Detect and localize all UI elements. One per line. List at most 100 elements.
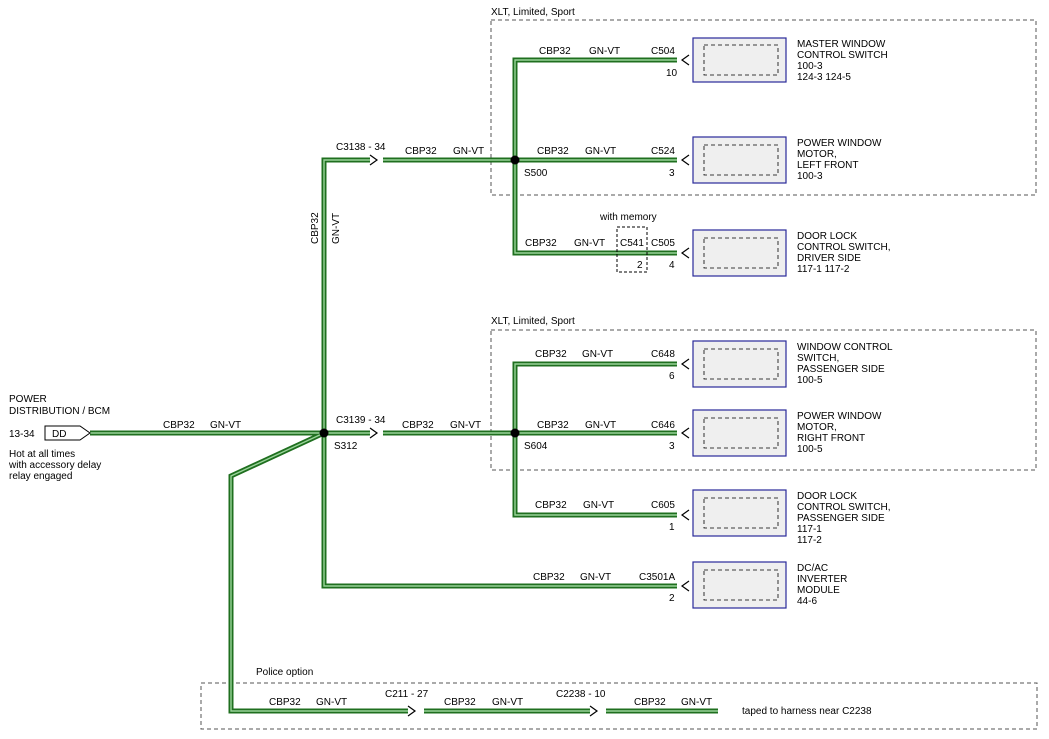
wire-stripes (90, 59, 718, 712)
inline-connector-symbols (369, 154, 599, 717)
component-passenger-door-lock-switch: C605 1 DOOR LOCK CONTROL SWITCH, PASSENG… (651, 489, 891, 546)
connector-pin-symbol (680, 154, 690, 166)
component-connector-id: C505 (651, 238, 675, 249)
source-pin: 13-34 (9, 429, 35, 440)
option-group-middle-label: XLT, Limited, Sport (491, 316, 575, 327)
wire-riser (321, 157, 370, 433)
component-name-line: LEFT FRONT (797, 160, 858, 171)
police-note: taped to harness near C2238 (742, 706, 872, 717)
component-passenger-window-switch: C648 6 WINDOW CONTROL SWITCH, PASSENGER … (651, 340, 893, 388)
component-box (692, 561, 787, 609)
component-ref-line: 117-2 (797, 535, 822, 546)
component-inner-box (703, 144, 779, 176)
splice-s604-label: S604 (524, 441, 548, 452)
component-ref-line: 100-5 (797, 444, 823, 455)
component-name-line: POWER WINDOW (797, 411, 882, 422)
wire-circuit-label: CBP32 (533, 572, 565, 583)
connector-pin-symbol (680, 509, 690, 521)
wire-color-label: GN-VT (574, 238, 605, 249)
source-note-line-3: relay engaged (9, 471, 72, 482)
wire-color-label: GN-VT (492, 697, 523, 708)
component-master-window-switch: C504 10 MASTER WINDOW CONTROL SWITCH 100… (651, 37, 888, 83)
component-pin: 2 (669, 593, 675, 604)
connector-pin-symbol (680, 427, 690, 439)
component-ref-line: 44-6 (797, 596, 817, 607)
component-name-line: MOTOR, (797, 422, 837, 433)
wire-color-label: GN-VT (582, 349, 613, 360)
wire-color-label: GN-VT (589, 46, 620, 57)
wire-color-label: GN-VT (316, 697, 347, 708)
c2238-symbol (589, 705, 599, 717)
source-note-line-2: with accessory delay (8, 460, 101, 471)
component-pin: 6 (669, 371, 675, 382)
wire-circuit-label: CBP32 (402, 420, 434, 431)
riser-color-label: GN-VT (331, 213, 342, 244)
component-name-line: SWITCH, (797, 353, 839, 364)
component-right-front-window-motor: C646 3 POWER WINDOW MOTOR, RIGHT FRONT 1… (651, 409, 882, 457)
component-inner-box (703, 497, 779, 529)
splice-s500-label: S500 (524, 168, 548, 179)
component-pin: 3 (669, 168, 675, 179)
connector-pin-symbol (680, 54, 690, 66)
component-pin: 3 (669, 441, 675, 452)
component-inner-box (703, 348, 779, 380)
option-group-top-box (490, 19, 1037, 196)
wire-color-label: GN-VT (585, 420, 616, 431)
wire-labels: CBP32 GN-VT C3138 - 34 CBP32 GN-VT C3139… (163, 46, 872, 717)
c211-symbol (407, 705, 417, 717)
splice-s312-label: S312 (334, 441, 358, 452)
c3139-symbol (369, 427, 379, 439)
component-pin: 10 (666, 68, 678, 79)
component-connector-id: C504 (651, 46, 675, 57)
component-name-line: DOOR LOCK (797, 491, 857, 502)
component-ref-line: 100-3 (797, 171, 823, 182)
connector-pin-symbol (680, 247, 690, 259)
wire-circuit-label: CBP32 (444, 697, 476, 708)
option-group-police-label: Police option (256, 667, 313, 678)
wire-circuit-label: CBP32 (535, 500, 567, 511)
source-note-line-1: Hot at all times (9, 449, 75, 460)
connector-pin-symbol (680, 358, 690, 370)
component-box (692, 409, 787, 457)
wire-circuit-label: CBP32 (163, 420, 195, 431)
component-inner-box (703, 44, 779, 76)
component-inner-box (703, 237, 779, 269)
component-left-front-window-motor: C524 3 POWER WINDOW MOTOR, LEFT FRONT 10… (651, 136, 882, 184)
memory-pin: 2 (637, 260, 643, 271)
component-name-line: DC/AC (797, 563, 828, 574)
memory-label: with memory (599, 212, 657, 223)
component-pin: 1 (669, 522, 675, 533)
source-connector-shape (44, 425, 91, 441)
component-name-line: MODULE (797, 585, 840, 596)
component-name-line: CONTROL SWITCH, (797, 242, 891, 253)
component-ref-line: 117-1 117-2 (797, 264, 850, 275)
wire-harness (90, 57, 718, 714)
component-ref-line: 117-1 (797, 524, 822, 535)
wire-circuit-label: CBP32 (535, 349, 567, 360)
wire-to-c3501a (321, 433, 677, 589)
wire-color-label: GN-VT (585, 146, 616, 157)
c3139-label: C3139 - 34 (336, 415, 386, 426)
component-pin: 4 (669, 260, 675, 271)
component-connector-id: C648 (651, 349, 675, 360)
component-driver-door-lock-switch: C505 4 DOOR LOCK CONTROL SWITCH, DRIVER … (651, 229, 891, 277)
component-connector-id: C646 (651, 420, 675, 431)
component-name-line: RIGHT FRONT (797, 433, 865, 444)
component-name-line: PASSENGER SIDE (797, 364, 885, 375)
splice-s312-dot (319, 428, 329, 438)
component-name-line: PASSENGER SIDE (797, 513, 885, 524)
option-group-top-label: XLT, Limited, Sport (491, 7, 575, 18)
source-title-line-1: POWER (9, 394, 47, 405)
component-name-line: CONTROL SWITCH, (797, 502, 891, 513)
component-box (692, 136, 787, 184)
source-connector-label: DD (52, 429, 66, 440)
component-name-line: WINDOW CONTROL (797, 342, 893, 353)
c2238-label: C2238 - 10 (556, 689, 606, 700)
component-name-line: POWER WINDOW (797, 138, 882, 149)
component-ref-line: 100-5 (797, 375, 823, 386)
component-connector-id: C605 (651, 500, 675, 511)
riser-circuit-label: CBP32 (310, 212, 321, 244)
wire-circuit-label: CBP32 (634, 697, 666, 708)
